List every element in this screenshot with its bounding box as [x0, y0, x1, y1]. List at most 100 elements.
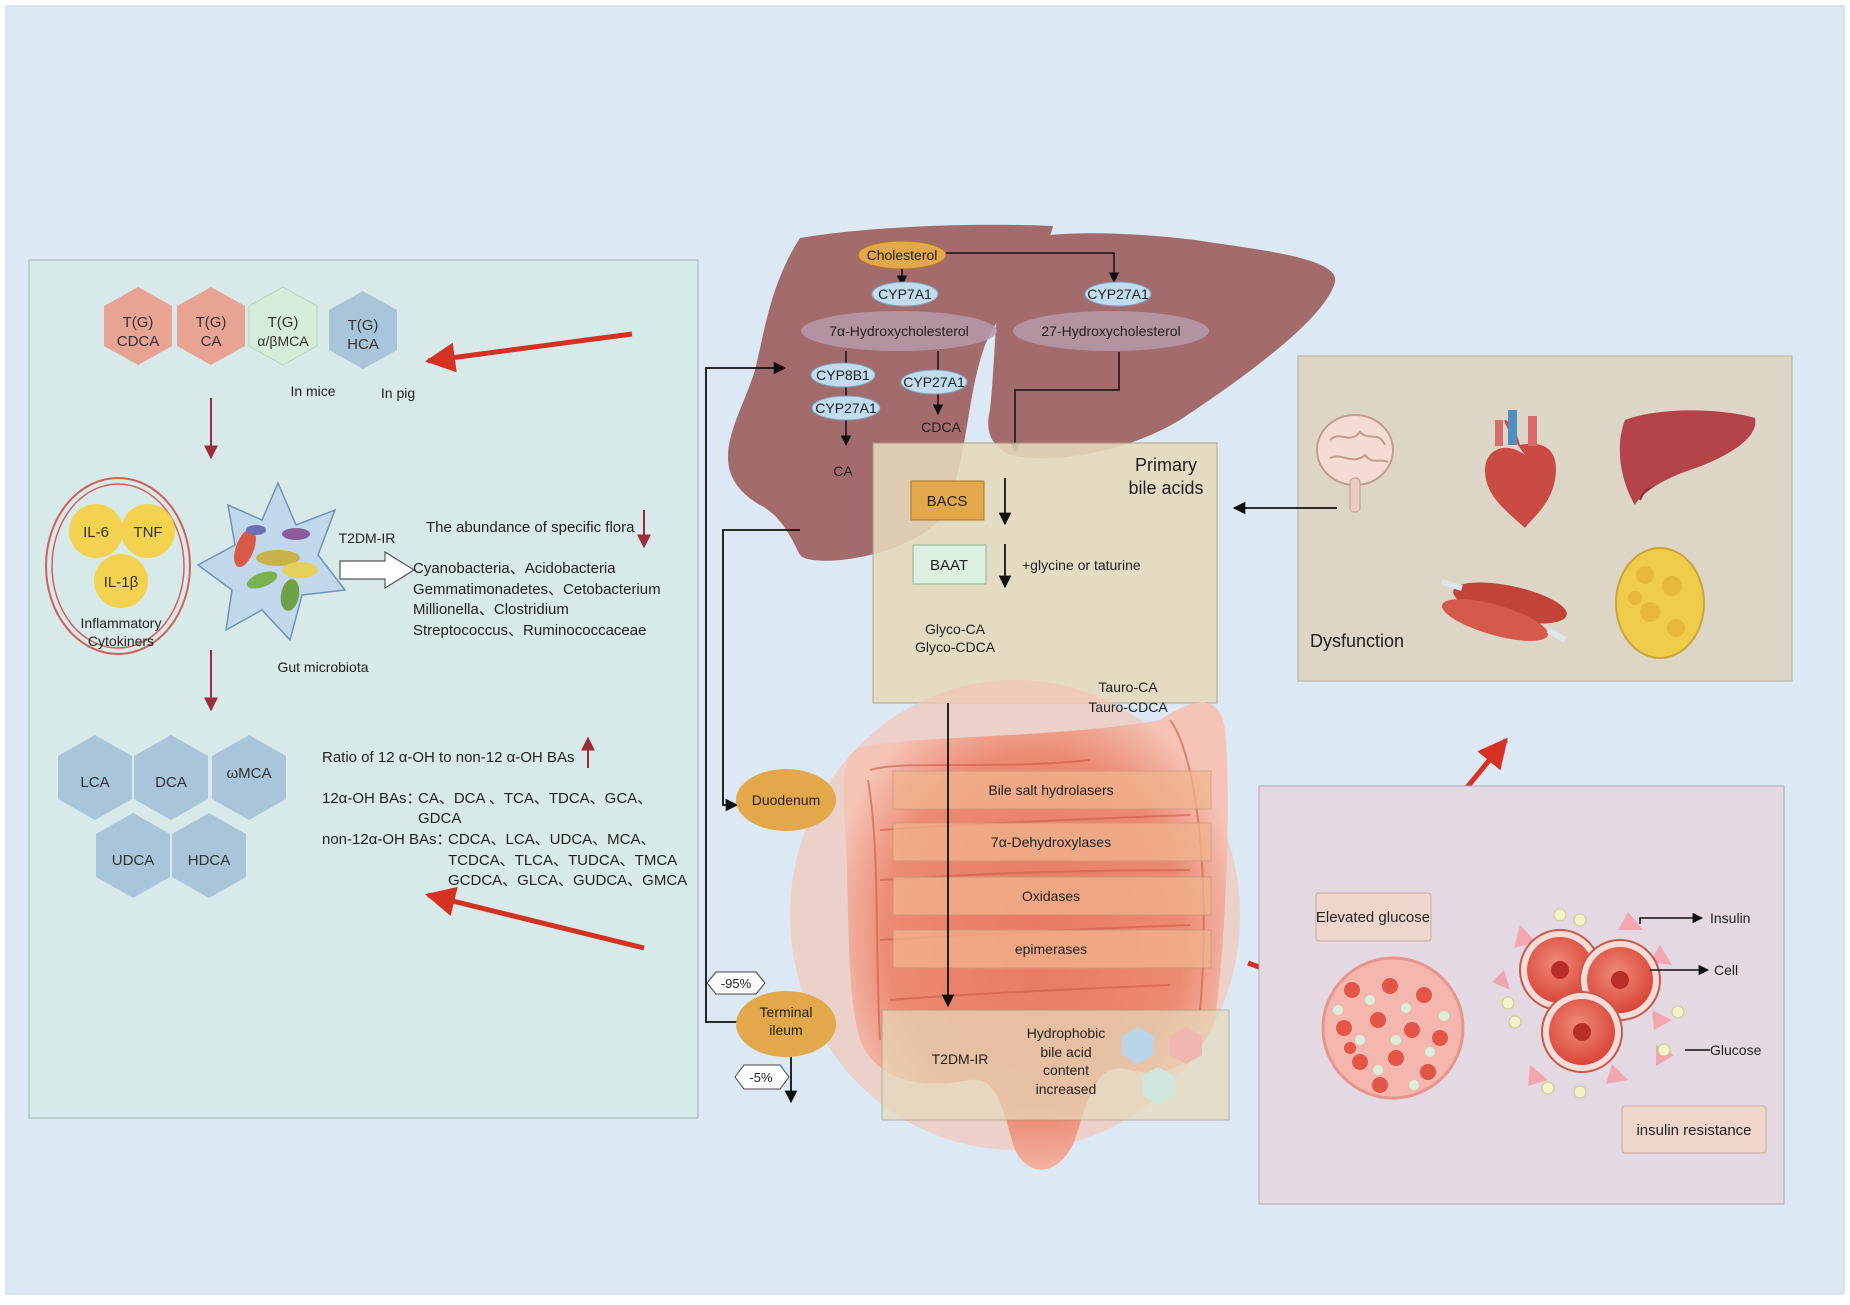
hex-lca: LCA [58, 735, 132, 820]
hydrophobic-3: content [1043, 1062, 1089, 1078]
hex-dca-label: DCA [155, 774, 187, 791]
t2dm-ir-gut: T2DM-IR [932, 1051, 989, 1067]
dysfunction-label: Dysfunction [1310, 631, 1404, 651]
hex-tg-ca-l1: T(G) [196, 314, 227, 331]
ca-label: CA [833, 463, 853, 479]
tauro-ca-label: Tauro-CA [1098, 679, 1158, 695]
pct5-badge [734, 1064, 790, 1090]
bacs-label: BACS [927, 493, 968, 510]
flora-heading: The abundance of specific flora [426, 519, 635, 536]
terminal-ileum-2: ileum [769, 1022, 802, 1038]
small-hex-green [1142, 1067, 1174, 1104]
flora-item-1: Cyanobacteria、Acidobacteria [413, 560, 616, 577]
terminal-ileum-1: Terminal [760, 1004, 813, 1020]
hex-udca-label: UDCA [112, 852, 155, 869]
cytokine-tnf: TNF [133, 524, 162, 541]
intestine: Bile salt hydrolasers 7α-Dehydroxylases … [790, 679, 1240, 1170]
primary-bile-acids-box: Primary bile acids BACS BAAT +glycine or… [872, 442, 1218, 704]
hex-tg-abmca: T(G) α/βMCA [248, 286, 318, 366]
small-hex-blue [1122, 1027, 1154, 1064]
glycine-label: +glycine or taturine [1022, 557, 1141, 573]
primary-title-2: bile acids [1128, 478, 1203, 498]
insulin-resistance-cells [1492, 908, 1685, 1099]
in-mice-label: In mice [290, 383, 335, 399]
glucose-label: Glucose [1710, 1042, 1762, 1058]
dysfunction-panel: Dysfunction [1232, 355, 1793, 682]
blood-vessel-icon [1321, 956, 1465, 1100]
hex-dca: DCA [134, 735, 208, 820]
hex-tg-abmca-l1: T(G) [268, 314, 299, 331]
enzyme-oxidases: Oxidases [1022, 888, 1080, 904]
duodenum-label: Duodenum [752, 792, 821, 808]
hex-wmca: ωMCA [212, 735, 286, 820]
cell-label: Cell [1714, 962, 1738, 978]
glyco-cdca-label: Glyco-CDCA [915, 639, 996, 655]
cytokines-caption-1: Inflammatory [81, 615, 162, 631]
brain-icon [1316, 414, 1394, 513]
hex-tg-hca: T(G) HCA [329, 291, 397, 369]
hex-hdca: HDCA [172, 813, 246, 898]
cyp27a1-top-label: CYP27A1 [1087, 286, 1149, 302]
insulin-pointer [1639, 912, 1704, 924]
enzyme-epimerases: epimerases [1015, 941, 1087, 957]
cytokine-il6: IL-6 [83, 524, 109, 541]
hex-tg-cdca-l1: T(G) [123, 314, 154, 331]
non12-values-3: GCDCA、GLCA、GUDCA、GMCA [448, 872, 687, 889]
inflammatory-cytokines: IL-6 TNF IL-1β Inflammatory Cytokiners [45, 477, 191, 655]
outline-arrow [339, 550, 416, 590]
pct95-badge [706, 971, 766, 995]
cholesterol-pathway: Cholesterol CYP7A1 CYP27A1 7α-Hydroxycho… [801, 240, 1209, 479]
insulin-resistance-label: insulin resistance [1636, 1122, 1751, 1139]
hex-udca: UDCA [96, 813, 170, 898]
cyp7a1-label: CYP7A1 [878, 286, 932, 302]
cytokine-il1b: IL-1β [104, 574, 139, 591]
flora-item-3: Millionella、Clostridium [413, 601, 569, 618]
hex-wmca-label: ωMCA [226, 765, 271, 782]
flora-item-4: Streptococcus、Ruminococcaceae [413, 622, 646, 639]
oh12-label: 12α-OH BAs： [322, 790, 422, 807]
fat-cell-icon [1615, 547, 1705, 659]
liver-icon [1619, 410, 1756, 505]
red-arrow-bottom [425, 886, 645, 951]
oh12-values-1: CA、DCA 、TCA、TDCA、GCA、 [418, 790, 652, 807]
cyp27a1-left-label: CYP27A1 [815, 400, 877, 416]
ratio-heading: Ratio of 12 α-OH to non-12 α-OH BAs [322, 749, 574, 766]
flora-item-2: Gemmatimonadetes、Cetobacterium [413, 581, 661, 598]
cdca-label: CDCA [921, 419, 961, 435]
heart-icon [1485, 410, 1556, 528]
hex-hdca-label: HDCA [188, 852, 231, 869]
hydroxy27-label: 27-Hydroxycholesterol [1041, 323, 1180, 339]
cyp8b1-label: CYP8B1 [816, 367, 870, 383]
cytokines-caption-2: Cytokiners [88, 633, 154, 649]
glyco-ca-label: Glyco-CA [925, 621, 986, 637]
in-pig-label: In pig [381, 385, 415, 401]
hex-tg-cdca: T(G) CDCA [104, 287, 172, 365]
hydrophobic-2: bile acid [1040, 1044, 1091, 1060]
enterohepatic-connectors: Duodenum Terminal ileum -95% -5% [705, 361, 836, 1104]
cholesterol-label: Cholesterol [867, 247, 938, 263]
hydroxy7-label: 7α-Hydroxycholesterol [829, 323, 969, 339]
gut-microbiota-icon [196, 481, 347, 642]
hydrophobic-1: Hydrophobic [1027, 1025, 1106, 1041]
hex-tg-hca-l1: T(G) [348, 317, 379, 334]
hex-tg-cdca-l2: CDCA [117, 333, 160, 350]
insulin-label: Insulin [1710, 910, 1750, 926]
hex-tg-abmca-l2: α/βMCA [257, 333, 309, 349]
enzyme-dehydroxylases: 7α-Dehydroxylases [991, 834, 1111, 850]
insulin-panel: Elevated glucose [1258, 785, 1785, 1205]
primary-title-1: Primary [1135, 455, 1197, 475]
oh12-values-2: GDCA [418, 810, 461, 827]
small-hex-pink [1170, 1027, 1202, 1064]
pct95-label: -95% [721, 976, 752, 991]
enzyme-bile-salt: Bile salt hydrolasers [988, 782, 1113, 798]
cyp27a1-mid-label: CYP27A1 [903, 374, 965, 390]
left-panel: T(G) CDCA T(G) CA T(G) α/βMCA T(G) HCA I… [28, 259, 699, 1119]
baat-label: BAAT [930, 557, 968, 574]
hex-lca-label: LCA [80, 774, 109, 791]
t2dm-ir-left: T2DM-IR [339, 530, 396, 546]
hex-tg-ca: T(G) CA [177, 287, 245, 365]
non12-values-2: TCDCA、TLCA、TUDCA、TMCA [448, 852, 677, 869]
gut-microbiota-label: Gut microbiota [277, 659, 368, 675]
